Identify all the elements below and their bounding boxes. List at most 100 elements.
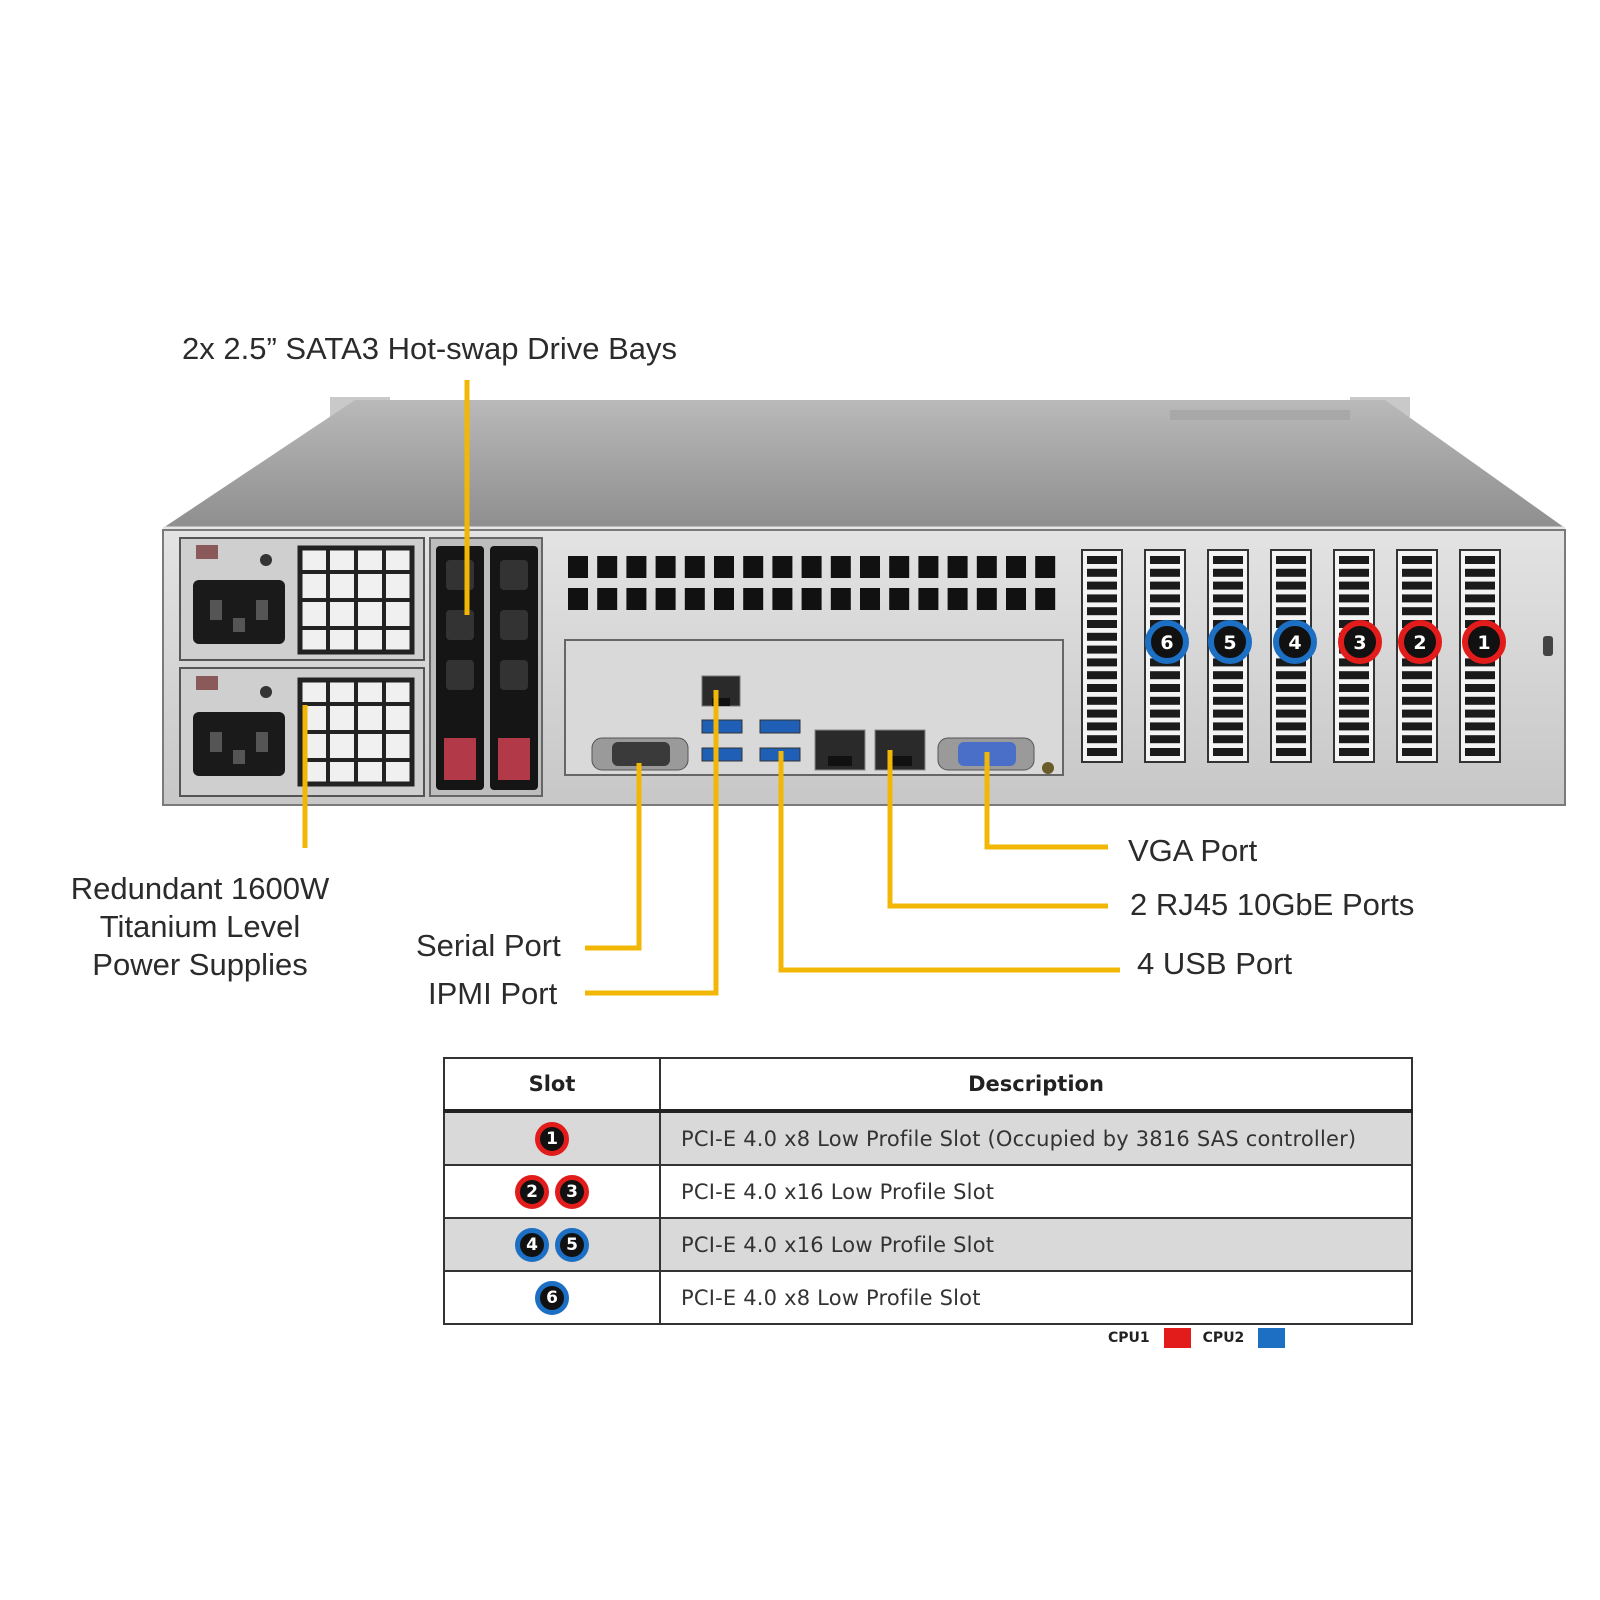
callout-psu-line1: Redundant 1600W [70,871,330,906]
vent-hole [1006,588,1026,610]
power-inlet-icon [193,712,285,776]
bracket-vent [1213,607,1243,616]
bracket-vent [1150,696,1180,705]
vent-hole [918,588,939,610]
bracket-vent [1150,709,1180,718]
bracket-vent [1465,568,1495,577]
vent-hole [626,556,647,578]
callout-power-supplies: Redundant 1600W Titanium Level Power Sup… [52,870,348,983]
bracket-vent [1402,671,1432,680]
usb-port-icon[interactable] [701,719,743,734]
legend-cpu2-swatch [1258,1328,1286,1348]
chassis-slot-number: 4 [1288,632,1301,654]
vent-hole [684,556,705,578]
bracket-vent [1276,581,1306,590]
chassis-slot-number: 3 [1353,632,1366,654]
leader-line-serial [585,763,642,951]
bracket-vent [1465,556,1495,564]
rj45-port-icon[interactable] [701,675,741,707]
bracket-vent [1402,594,1432,603]
header-slot: Slot [443,1057,661,1113]
bracket-vent [1402,581,1432,590]
bracket-vent [1339,671,1369,680]
cpu-legend: CPU1 CPU2 [1108,1328,1297,1348]
header-description: Description [659,1057,1413,1113]
bracket-vent [1150,556,1180,564]
bracket-vent [1213,671,1243,680]
bracket-vent [1087,671,1117,680]
vent-hole [772,556,793,578]
legend-cpu1-swatch [1163,1328,1191,1348]
vent-hole [1006,556,1026,578]
vent-hole [889,556,910,578]
vent-hole [947,556,968,578]
usb-port-icon[interactable] [759,719,801,734]
rj45-port-icon[interactable] [874,729,926,771]
bracket-vent [1276,568,1306,577]
vent-hole [1035,556,1056,578]
vent-hole [743,556,764,578]
vent-grille [568,556,1056,610]
bracket-vent [1402,709,1432,718]
slot-cell: 1 [443,1110,661,1166]
io-shield [564,639,1064,776]
slot-badge: 5 [555,1227,589,1262]
slot-badge: 2 [515,1174,549,1209]
slot-description: PCI-E 4.0 x8 Low Profile Slot (Occupied … [659,1110,1413,1166]
bracket-vent [1402,556,1432,564]
bracket-vent [1087,620,1117,628]
bracket-vent [1339,568,1369,577]
drive-tray-icon[interactable] [436,546,484,790]
bracket-vent [1465,735,1495,744]
bracket-vent [1276,722,1306,731]
bracket-vent [1087,568,1117,577]
slot-description: PCI-E 4.0 x8 Low Profile Slot [659,1270,1413,1325]
vent-hole [801,556,822,578]
bracket-vent [1213,696,1243,705]
usb-port-icon[interactable] [701,747,743,762]
callout-rj45-ports: 2 RJ45 10GbE Ports [1130,887,1415,922]
leader-line-usb [778,751,1120,973]
vent-hole [597,588,618,610]
callout-psu-line3: Power Supplies [92,946,308,982]
bracket-vent [1213,735,1243,744]
bracket-vent [1276,709,1306,718]
bracket-vent [1087,748,1117,756]
vent-hole [568,556,588,578]
chassis-slot-badge: 4 [1273,620,1317,664]
vent-hole [830,588,851,610]
vent-hole [655,588,676,610]
vent-hole [947,588,968,610]
vent-hole [597,556,618,578]
power-inlet-icon [193,580,285,644]
bracket-vent [1339,581,1369,590]
vent-hole [684,588,705,610]
bracket-vent [1339,735,1369,744]
bracket-vent [1465,709,1495,718]
bracket-vent [1150,607,1180,616]
bracket-vent [1213,568,1243,577]
bracket-vent [1087,735,1117,744]
vent-hole [1035,588,1056,610]
bracket-vent [1087,722,1117,731]
bracket-vent [1276,607,1306,616]
bracket-vent [1087,632,1117,641]
chassis-slot-badge: 1 [1462,620,1506,664]
chassis-slot-number: 5 [1223,632,1236,654]
bracket-vent [1150,581,1180,590]
bracket-vent [1087,696,1117,705]
drive-tray-icon[interactable] [490,546,538,790]
vent-hole [568,588,588,610]
chassis-slot-number: 2 [1413,632,1426,654]
bracket-vent [1087,581,1117,590]
slot-description: PCI-E 4.0 x16 Low Profile Slot [659,1164,1413,1219]
legend-cpu2-label: CPU2 [1202,1330,1245,1346]
bracket-vent [1465,722,1495,731]
rj45-port-icon[interactable] [814,729,866,771]
bracket-vent [1465,696,1495,705]
vent-hole [714,588,734,610]
